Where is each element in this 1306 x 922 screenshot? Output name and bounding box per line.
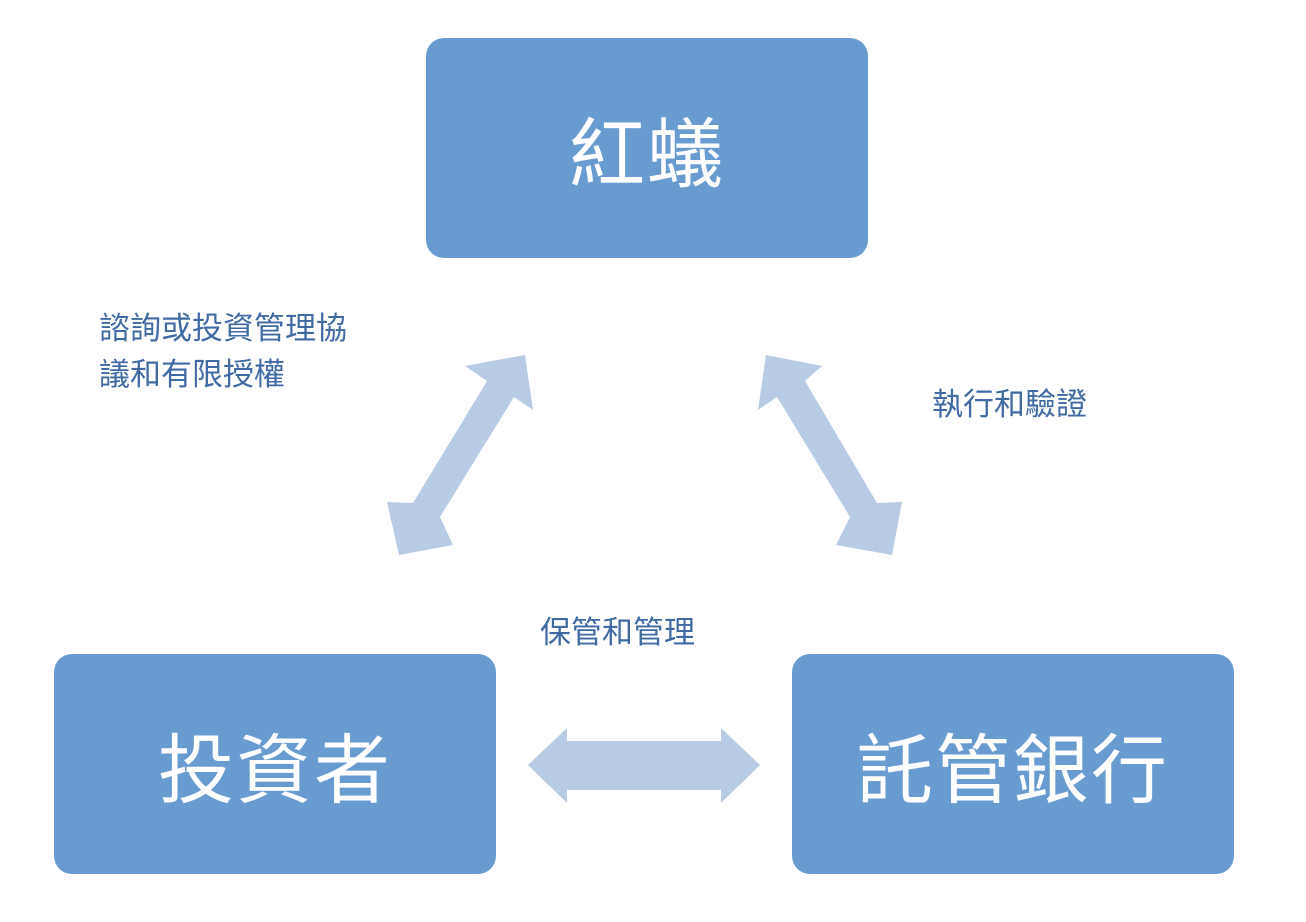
node-investor-label: 投資者 — [158, 726, 392, 815]
arrow-investor-hongyi — [387, 355, 533, 555]
arrow-investor-custodian — [528, 728, 760, 803]
node-custodian-bank: 託管銀行 — [792, 654, 1234, 874]
edge-label-advisory-line2: 議和有限授權 — [99, 357, 285, 393]
edge-label-advisory: 諮詢或投資管理協 議和有限授權 — [99, 306, 347, 398]
node-hongyi-label: 紅蟻 — [569, 110, 725, 199]
node-custodian-bank-label: 託管銀行 — [857, 726, 1169, 815]
edge-label-execution-text: 執行和驗證 — [932, 387, 1087, 423]
node-investor: 投資者 — [54, 654, 496, 874]
edge-label-custody: 保管和管理 — [540, 610, 695, 656]
arrow-hongyi-custodian — [758, 355, 902, 555]
edge-label-advisory-line1: 諮詢或投資管理協 — [99, 311, 347, 347]
node-hongyi: 紅蟻 — [426, 38, 868, 258]
edge-label-custody-text: 保管和管理 — [540, 615, 695, 651]
edge-label-execution: 執行和驗證 — [932, 382, 1087, 428]
